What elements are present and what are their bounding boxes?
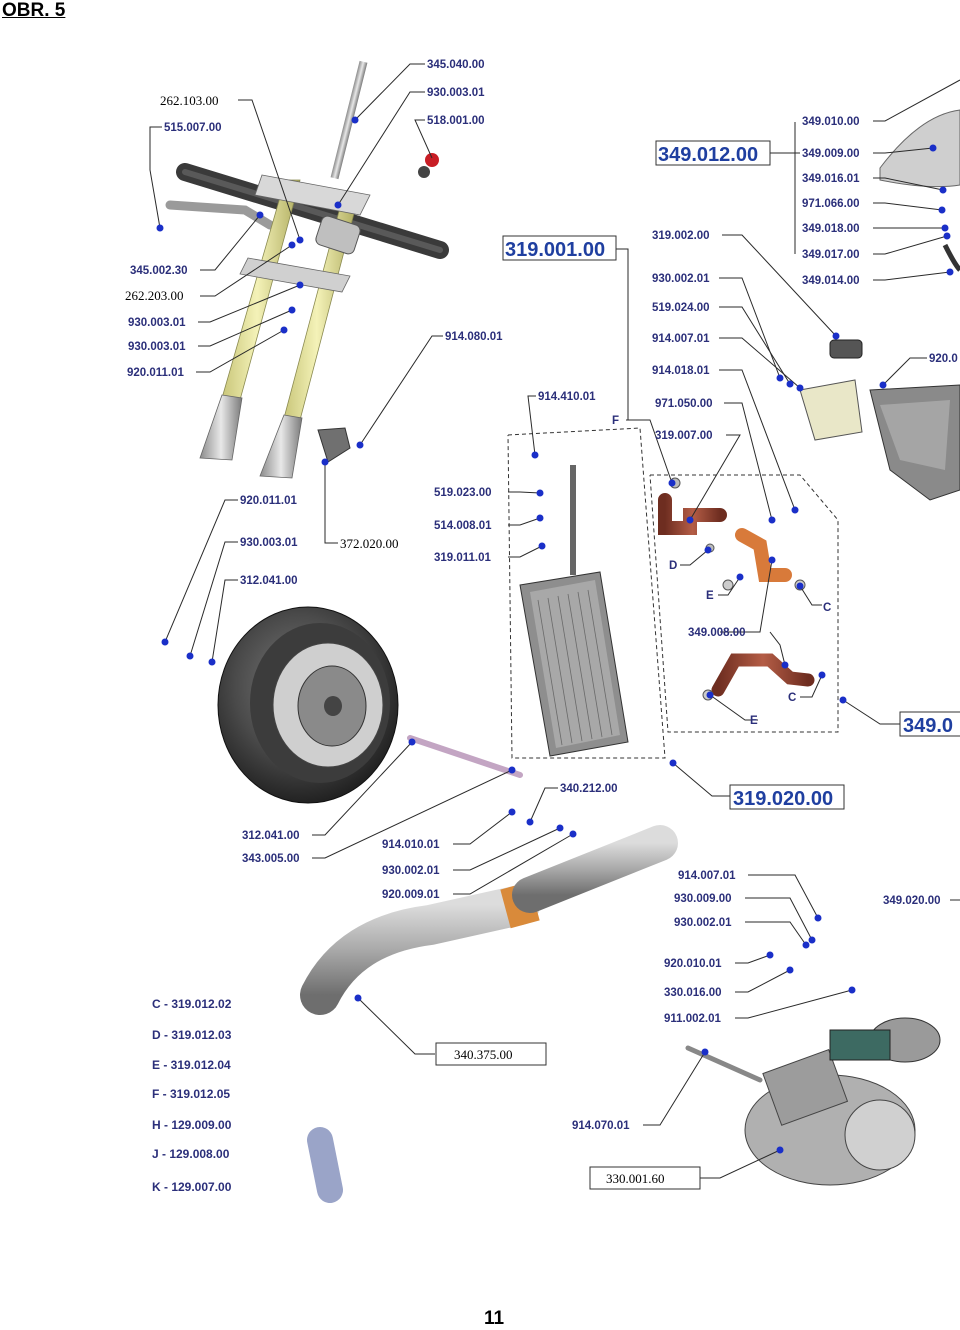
legend-item: C - 319.012.02 [152, 997, 232, 1011]
label-971-050: 971.050.00 [655, 398, 713, 410]
label-319-011: 319.011.01 [434, 552, 492, 564]
box-319-001 [502, 235, 617, 261]
label-345-002: 345.002.30 [130, 265, 188, 277]
label-930-003-a: 930.003.01 [128, 317, 186, 329]
legend-item: H - 129.009.00 [152, 1118, 232, 1132]
exhaust-pipe [300, 825, 678, 1203]
label-971-066: 971.066.00 [802, 198, 860, 210]
label-349-008: 349.008.00 [688, 627, 746, 639]
label-330-001: 330.001.60 [606, 1171, 665, 1186]
label-920-009: 920.009.01 [382, 889, 440, 901]
label-920-010: 920.010.01 [664, 958, 722, 970]
label-349-0: 349.0 [903, 715, 953, 737]
label-262-203: 262.203.00 [125, 288, 184, 303]
label-920-011-a: 920.011.01 [127, 367, 185, 379]
callout-labels: 345.040.00 930.003.01 518.001.00 262.103… [125, 59, 958, 1186]
label-319-007: 319.007.00 [655, 430, 713, 442]
label-515-007: 515.007.00 [164, 122, 222, 134]
label-930-003-b: 930.003.01 [128, 341, 186, 353]
label-262-103: 262.103.00 [160, 93, 219, 108]
label-349-016: 349.016.01 [802, 173, 860, 185]
coolant-tank-frame [799, 339, 960, 501]
legend-item: J - 129.008.00 [152, 1147, 230, 1161]
label-518-001: 518.001.00 [427, 115, 485, 127]
legend-item: F - 319.012.05 [152, 1087, 230, 1101]
box-349-0 [899, 711, 960, 737]
label-930-009: 930.009.00 [674, 893, 732, 905]
label-519-023: 519.023.00 [434, 487, 492, 499]
leader-lines [149, 63, 960, 1179]
front-wheel [217, 606, 523, 804]
label-349-010: 349.010.00 [802, 116, 860, 128]
hose-group-box [649, 474, 839, 733]
box-349-012 [655, 140, 771, 166]
label-914-070: 914.070.01 [572, 1120, 630, 1132]
label-914-007-a: 914.007.01 [652, 333, 710, 345]
legend-item: D - 319.012.03 [152, 1028, 232, 1042]
box-319-020 [729, 784, 845, 810]
label-F: F [612, 415, 619, 427]
page-title: OBR. 5 [2, 0, 66, 21]
page-number: 11 [484, 1308, 505, 1329]
label-349-014: 349.014.00 [802, 275, 860, 287]
label-349-009: 349.009.00 [802, 148, 860, 160]
label-E1: E [706, 590, 714, 602]
label-349-020: 349.020.00 [883, 895, 941, 907]
callout-markers [156, 116, 954, 1154]
front-fork-assembly [165, 60, 449, 479]
label-930-002-b: 930.002.01 [652, 273, 710, 285]
label-914-410: 914.410.01 [538, 391, 596, 403]
label-349-017: 349.017.00 [802, 249, 860, 261]
label-319-001: 319.001.00 [505, 239, 605, 261]
label-920-011-b: 920.011.01 [240, 495, 298, 507]
label-930-003: 930.003.01 [427, 87, 485, 99]
box-340-375 [435, 1042, 547, 1066]
label-914-080: 914.080.01 [445, 331, 503, 343]
radiator-group-box [507, 427, 666, 759]
label-930-002-a: 930.002.01 [382, 865, 440, 877]
legend-item: E - 319.012.04 [152, 1058, 231, 1072]
label-372-020: 372.020.00 [340, 536, 399, 551]
label-514-008: 514.008.01 [434, 520, 492, 532]
label-914-018: 914.018.01 [652, 365, 710, 377]
label-345-040: 345.040.00 [427, 59, 485, 71]
label-349-018: 349.018.00 [802, 223, 860, 235]
label-914-010: 914.010.01 [382, 839, 440, 851]
label-C2: C [788, 692, 796, 704]
label-519-024: 519.024.00 [652, 302, 710, 314]
radiator [519, 465, 629, 757]
label-E2: E [750, 715, 758, 727]
label-319-002: 319.002.00 [652, 230, 710, 242]
label-349-012: 349.012.00 [658, 144, 758, 166]
label-D: D [669, 560, 677, 572]
label-920-0: 920.0 [929, 353, 958, 365]
label-319-020: 319.020.00 [733, 788, 833, 810]
seat [879, 109, 960, 272]
label-930-003-c: 930.003.01 [240, 537, 298, 549]
legend: C - 319.012.02 D - 319.012.03 E - 319.01… [152, 997, 232, 1194]
label-911-002: 911.002.01 [664, 1013, 722, 1025]
label-343-005: 343.005.00 [242, 853, 300, 865]
label-330-016: 330.016.00 [664, 987, 722, 999]
label-C1: C [823, 602, 831, 614]
label-914-007-b: 914.007.01 [678, 870, 736, 882]
label-312-041-a: 312.041.00 [240, 575, 298, 587]
label-312-041-b: 312.041.00 [242, 830, 300, 842]
label-340-212: 340.212.00 [560, 783, 618, 795]
label-340-375: 340.375.00 [454, 1047, 513, 1062]
box-330-001 [589, 1166, 701, 1190]
engine [685, 1017, 941, 1186]
legend-item: K - 129.007.00 [152, 1180, 232, 1194]
label-930-002-c: 930.002.01 [674, 917, 732, 929]
